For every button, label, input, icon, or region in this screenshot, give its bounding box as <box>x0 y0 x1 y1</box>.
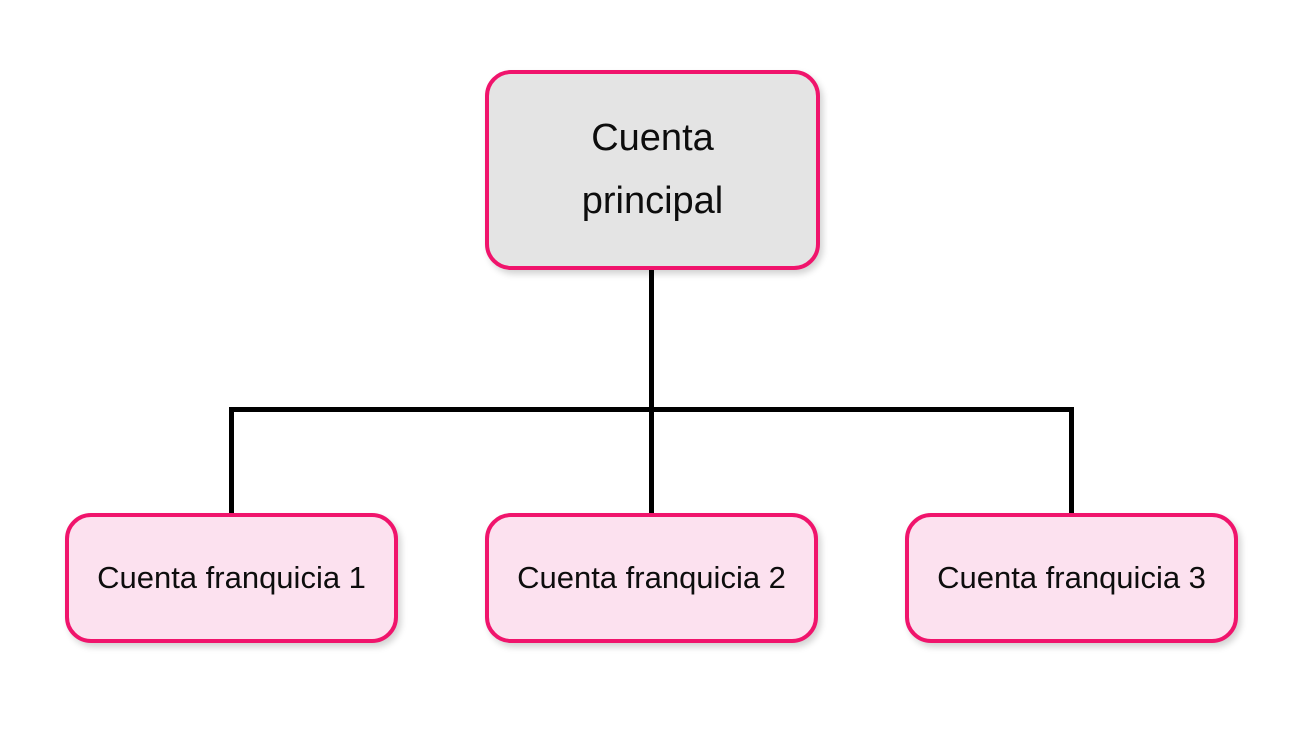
connector-branch-to-child-3 <box>1069 407 1074 513</box>
connector-branch-to-child-1 <box>229 407 234 513</box>
node-cuenta-franquicia-2: Cuenta franquicia 2 <box>485 513 818 643</box>
connector-root-to-branch <box>649 270 654 513</box>
node-label: Cuenta franquicia 3 <box>937 560 1206 596</box>
node-cuenta-franquicia-3: Cuenta franquicia 3 <box>905 513 1238 643</box>
node-label: Cuenta franquicia 2 <box>517 560 786 596</box>
node-cuenta-franquicia-1: Cuenta franquicia 1 <box>65 513 398 643</box>
node-label: Cuenta principal <box>581 117 724 222</box>
node-label: Cuenta franquicia 1 <box>97 560 366 596</box>
node-cuenta-principal: Cuenta principal <box>485 70 820 270</box>
connector-branch-horizontal <box>229 407 1074 412</box>
